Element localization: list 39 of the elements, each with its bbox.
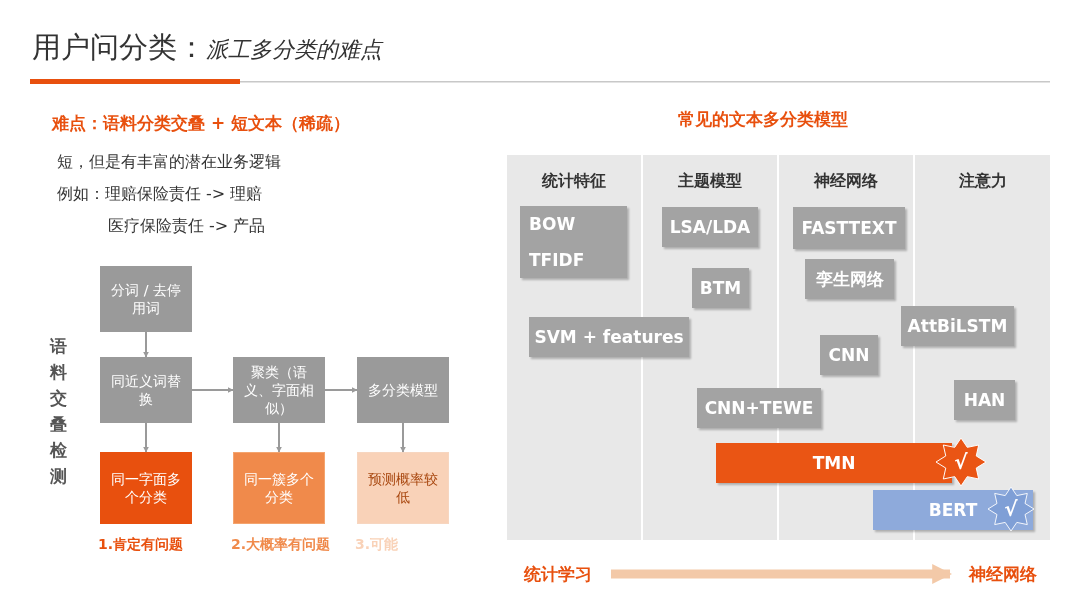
- axis-label: 神经网络: [958, 561, 1048, 587]
- title: 用户问分类：派工多分类的难点: [32, 29, 382, 66]
- model-box: CNN: [820, 335, 878, 375]
- arrow: [143, 422, 149, 453]
- body-text: 短，但是有丰富的潜在业务逻辑: [57, 152, 281, 173]
- result-label: 1.肯定有问题: [98, 536, 185, 554]
- check-star: √: [936, 438, 986, 486]
- process-box: 分词 / 去停用词: [100, 266, 192, 332]
- model-box: 孪生网络: [805, 259, 894, 299]
- arrow: [191, 387, 234, 393]
- arrow: [611, 564, 952, 584]
- arrow: [276, 422, 282, 453]
- arrow: [143, 331, 149, 358]
- vertical-label: 语料交叠检测: [50, 335, 68, 488]
- result-label: 2.大概率有问题: [231, 536, 332, 554]
- check-star: √: [988, 487, 1034, 531]
- model-box: CNN+TEWE: [697, 388, 821, 428]
- model-box: LSA/LDA: [662, 207, 758, 247]
- example-text: 例如：理赔保险责任 -> 理赔: [57, 184, 263, 205]
- result-box: 预测概率较低: [357, 452, 449, 524]
- heading: 常见的文本多分类模型: [678, 108, 848, 131]
- process-box: 聚类（语义、字面相似）: [233, 357, 325, 423]
- result-box: 同一字面多个分类: [100, 452, 192, 524]
- heading: 难点：语料分类交叠 + 短文本（稀疏）: [52, 112, 351, 135]
- example-text: 医疗保险责任 -> 产品: [108, 216, 266, 237]
- arrow: [400, 422, 406, 453]
- model-box: BOW TFIDF: [520, 206, 627, 278]
- model-box: AttBiLSTM: [901, 306, 1014, 346]
- arrow: [324, 387, 358, 393]
- axis-label: 统计学习: [513, 561, 603, 587]
- process-box: 同近义词替换: [100, 357, 192, 423]
- model-box: HAN: [954, 380, 1015, 420]
- model-box: FASTTEXT: [793, 207, 905, 249]
- model-bar: TMN: [716, 443, 952, 483]
- result-label: 3.可能: [355, 536, 400, 554]
- result-box: 同一簇多个分类: [233, 452, 325, 524]
- model-box: SVM + features: [529, 317, 689, 357]
- process-box: 多分类模型: [357, 357, 449, 423]
- model-box: BTM: [692, 268, 749, 308]
